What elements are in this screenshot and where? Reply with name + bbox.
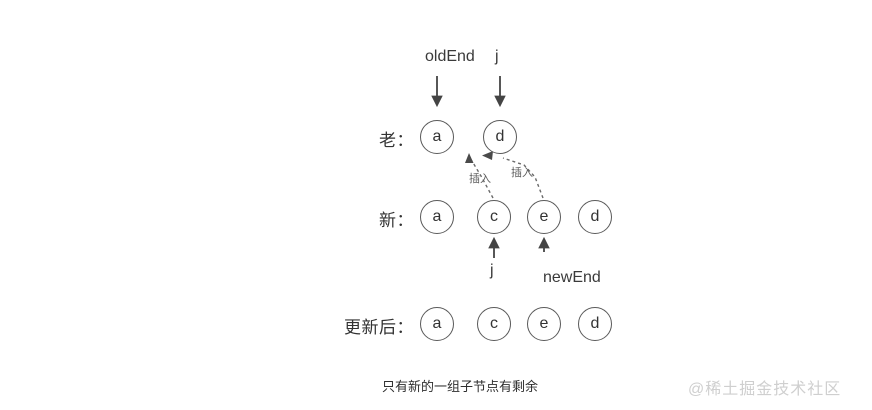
- row-label-new: 新：: [379, 211, 414, 230]
- node-old-d: d: [483, 120, 517, 154]
- insert-arrow-e: [482, 151, 544, 199]
- watermark: @稀土掘金技术社区: [688, 381, 842, 398]
- row-label-old: 老：: [379, 131, 414, 150]
- node-after-d: d: [578, 307, 612, 341]
- node-after-c: c: [477, 307, 511, 341]
- pointer-label-j-bottom: j: [490, 262, 494, 279]
- insert-arrow-c: [465, 153, 494, 199]
- node-new-c: c: [477, 200, 511, 234]
- row-label-after: 更新后：: [344, 318, 414, 337]
- node-after-a: a: [420, 307, 454, 341]
- insert-label-e: 插入: [511, 167, 533, 179]
- diagram-caption: 只有新的一组子节点有剩余: [382, 379, 539, 394]
- pointer-label-j-top: j: [495, 48, 499, 65]
- node-new-d: d: [578, 200, 612, 234]
- node-old-a: a: [420, 120, 454, 154]
- node-new-a: a: [420, 200, 454, 234]
- pointer-label-newEnd-bottom: newEnd: [543, 269, 601, 286]
- pointer-label-oldEnd-top: oldEnd: [425, 48, 475, 65]
- node-after-e: e: [527, 307, 561, 341]
- node-new-e: e: [527, 200, 561, 234]
- insert-label-c: 插入: [469, 173, 491, 185]
